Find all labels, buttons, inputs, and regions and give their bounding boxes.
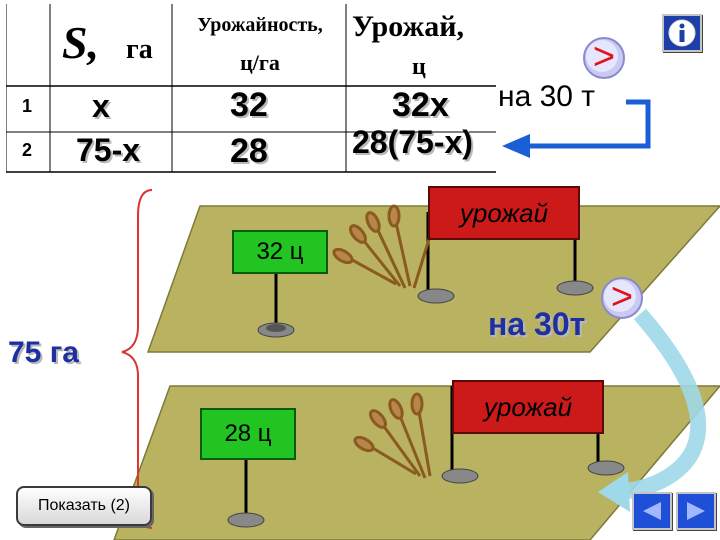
row1-harvest: 32x xyxy=(392,86,449,124)
next-step-button[interactable]: > xyxy=(582,36,626,80)
next-icon-2: > xyxy=(610,276,634,318)
wheat-icon-2 xyxy=(353,392,432,479)
next-icon: > xyxy=(592,36,616,78)
yield-header-line2: ц/га xyxy=(240,50,280,75)
next-slide-button[interactable] xyxy=(676,492,716,530)
data-table: S, га Урожайность, ц/га Урожай, ц 1 x 32… xyxy=(6,4,496,174)
row2-harvest: 28(75-x) xyxy=(352,124,473,160)
harvest-header-line2: ц xyxy=(412,54,426,80)
harvest-header-line1: Урожай, xyxy=(352,10,465,43)
area-symbol-text: S, xyxy=(62,17,100,68)
triangle-left-icon xyxy=(643,502,661,520)
row-number-2: 2 xyxy=(22,140,33,160)
show-button-label: Показать (2) xyxy=(37,497,130,514)
difference-note: на 30 т xyxy=(498,80,596,113)
yield-header-line1: Урожайность, xyxy=(197,14,323,36)
row1-area: x xyxy=(92,88,110,124)
prev-slide-button[interactable] xyxy=(632,492,672,530)
wheat-icon xyxy=(332,204,432,289)
total-area-label: 75 га xyxy=(8,336,79,369)
table-grid xyxy=(6,4,496,173)
flag-yield-28-label: 28 ц xyxy=(224,420,272,447)
row1-yield: 32 xyxy=(230,86,268,124)
flag-harvest-2: урожай xyxy=(452,380,604,434)
flag-yield-28: 28 ц xyxy=(200,408,296,460)
row2-area: 75-x xyxy=(76,132,141,168)
info-icon xyxy=(668,19,696,47)
area-unit: га xyxy=(126,34,153,65)
flag-harvest-1: урожай xyxy=(428,186,580,240)
flag-yield-32: 32 ц xyxy=(232,230,328,274)
flag-harvest-2-label: урожай xyxy=(483,391,573,422)
flag-harvest-1-label: урожай xyxy=(459,197,549,228)
row2-yield: 28 xyxy=(230,132,268,170)
show-button[interactable]: Показать (2) xyxy=(16,486,152,526)
area-symbol: S, xyxy=(62,16,99,69)
difference-arrow xyxy=(502,99,651,158)
row-number-1: 1 xyxy=(22,96,33,116)
triangle-right-icon xyxy=(687,502,705,520)
flag-yield-32-label: 32 ц xyxy=(256,238,304,265)
next-step-button-2[interactable]: > xyxy=(600,276,644,320)
info-button[interactable]: i xyxy=(662,14,702,52)
difference-label: на 30т xyxy=(488,306,586,342)
